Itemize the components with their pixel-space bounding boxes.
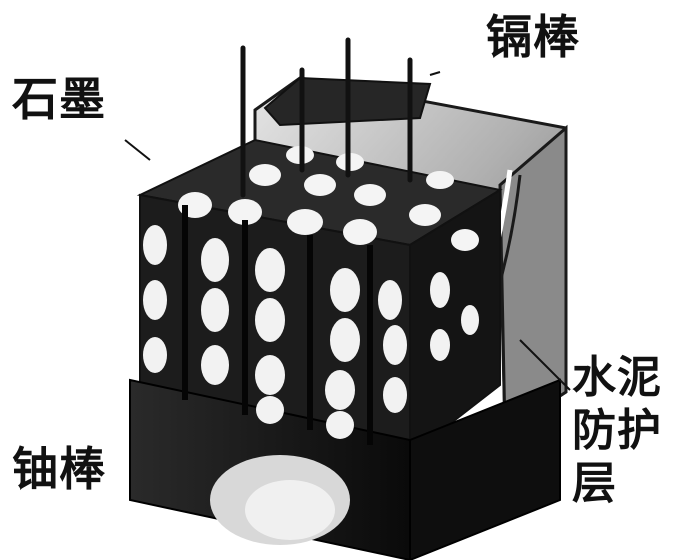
base-plinth [129,378,561,560]
top-rod-holes [178,146,479,251]
cadmium-rods [240,37,413,198]
front-rod-holes [143,225,479,439]
leader-lines [124,71,571,391]
graphite-column-dividers [182,205,373,445]
cement-layer-label: 水泥防护层 [572,352,662,509]
graphite-label: 石墨 [12,72,106,126]
uranium-rods-label: 铀棒 [12,442,106,496]
cadmium-rods-label: 镉棒 [486,10,580,64]
